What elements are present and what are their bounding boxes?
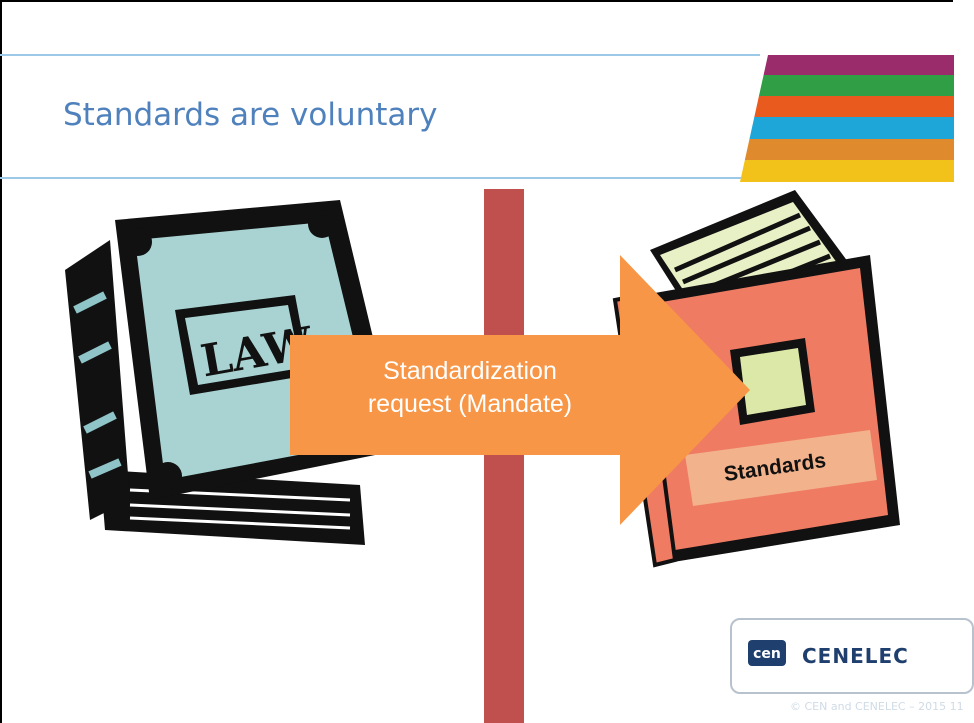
cen-cenelec-logo: [730, 618, 974, 694]
slide-border-top: [0, 0, 953, 2]
mandate-arrow-icon: [290, 255, 750, 525]
slide-border-left: [0, 0, 2, 723]
slide-title: Standards are voluntary: [63, 97, 438, 133]
title-line-top: [0, 54, 760, 56]
cenelec-logo-text: CENELEC: [802, 644, 909, 668]
title-line-bottom: [0, 177, 953, 179]
arrow-text: Standardization request (Mandate): [305, 355, 635, 421]
footer-copyright: © CEN and CENELEC – 2015 11: [790, 700, 964, 713]
divider-bar: [484, 189, 524, 723]
cen-badge-text: cen: [753, 646, 781, 662]
arrow-text-line-2: request (Mandate): [367, 390, 573, 418]
arrow-text-line-1: Standardization: [383, 357, 557, 385]
color-stripes-decoration: [740, 55, 954, 182]
cen-badge-icon: cen: [748, 640, 786, 666]
title-band: [0, 54, 953, 179]
